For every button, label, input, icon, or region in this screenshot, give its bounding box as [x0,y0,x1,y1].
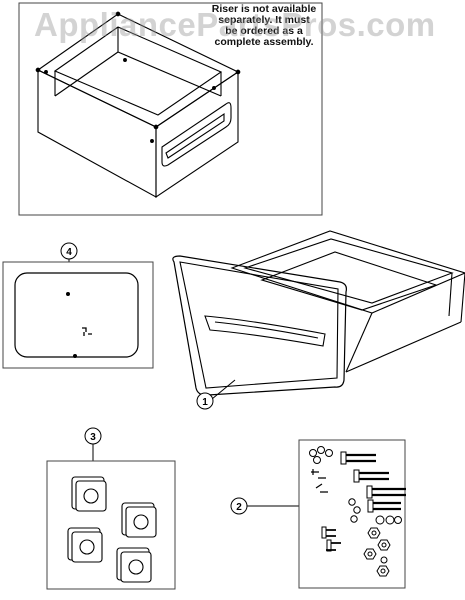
riser-note-line: Riser is not available [211,3,317,15]
callout-1: 1 [196,392,214,410]
riser-note-line: complete assembly. [214,36,314,48]
riser-note-line: separately. It must [218,14,310,26]
svg-text:4: 4 [66,247,72,258]
hardware-kit-drawing [309,446,406,577]
cover-panel-drawing [14,272,139,358]
callout-3: 3 [84,427,102,445]
part-4-group [2,259,154,369]
part-2-group [246,439,406,589]
riser-availability-note: Riser is not available separately. It mu… [206,4,322,48]
rubber-feet-drawing [67,476,157,583]
part-3-group [46,444,176,590]
drawer-part-drawing [172,230,465,396]
svg-text:2: 2 [236,502,242,513]
riser-part-drawing [35,11,241,199]
svg-text:3: 3 [90,432,96,443]
callout-2: 2 [230,497,248,515]
watermark-text: AppliancePartsPros.com [34,6,436,43]
callout-4: 4 [60,242,78,260]
svg-text:1: 1 [202,397,208,408]
riser-panel [18,2,323,216]
riser-note-line: be ordered as a [225,25,303,37]
